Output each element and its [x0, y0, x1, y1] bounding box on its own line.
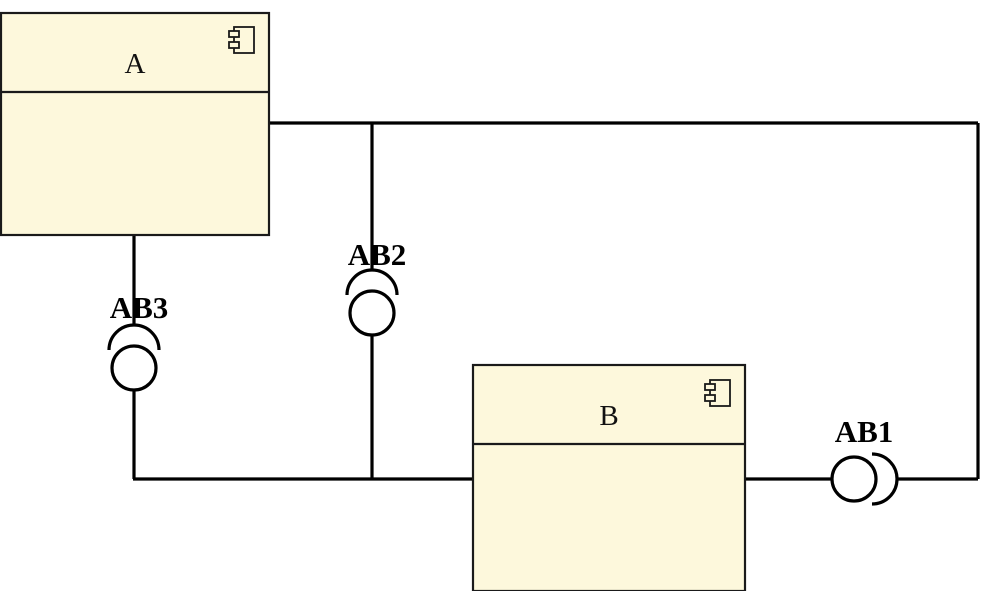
ab1-label: AB1 — [835, 414, 894, 449]
component-icon-tab-lower — [228, 41, 240, 49]
ab3-ball-circle — [110, 344, 158, 392]
component-icon — [228, 26, 255, 54]
ab2-ball-circle — [348, 289, 396, 337]
component-b[interactable]: B — [471, 363, 747, 591]
component-icon-tab-upper — [228, 30, 240, 38]
ab3-socket-arc — [107, 323, 161, 351]
connector-ab1[interactable]: AB1 — [830, 414, 899, 506]
ab3-label: AB3 — [110, 290, 169, 325]
connector-ab2[interactable]: AB2 — [345, 237, 407, 337]
connector-wires — [132, 121, 980, 481]
component-a[interactable]: A — [0, 11, 271, 237]
ab2-socket-arc — [345, 268, 399, 296]
component-a-title: A — [125, 48, 146, 80]
component-b-title: B — [599, 400, 618, 432]
component-b-box[interactable] — [471, 363, 747, 591]
ab1-socket-arc — [871, 452, 899, 506]
component-icon-tab-upper — [704, 383, 716, 391]
component-icon — [704, 379, 731, 407]
connector-ab3[interactable]: AB3 — [107, 290, 169, 392]
ab2-label: AB2 — [348, 237, 407, 272]
component-icon-tab-lower — [704, 394, 716, 402]
component-a-box[interactable] — [0, 11, 271, 237]
ab1-ball-circle — [830, 455, 878, 503]
